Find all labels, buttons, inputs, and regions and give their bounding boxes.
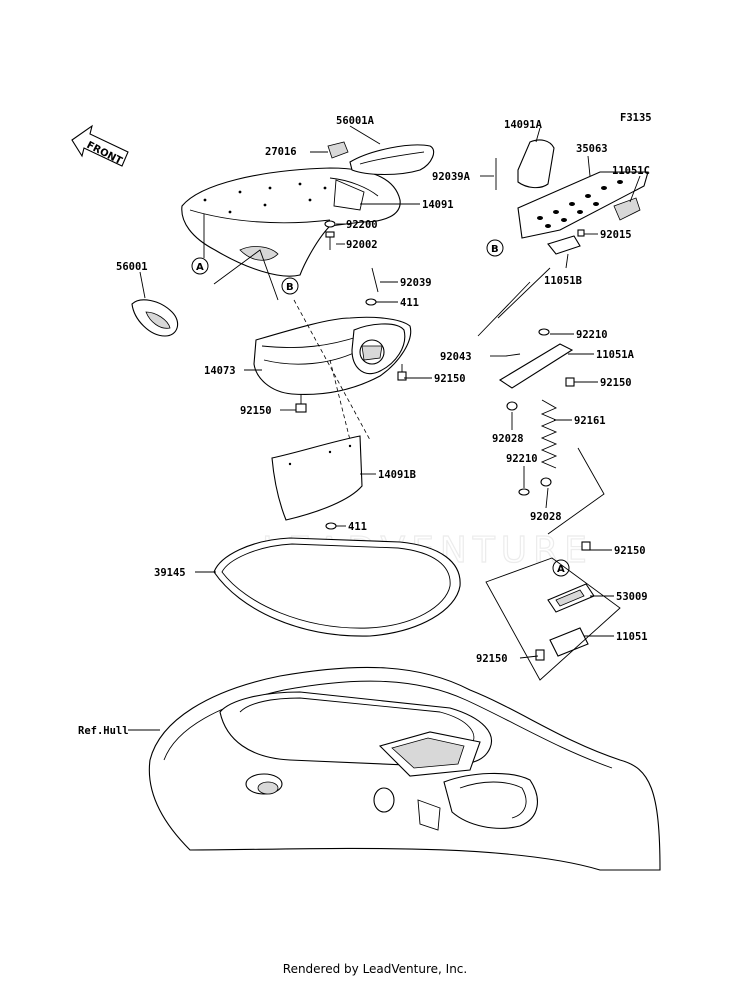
seat-base-14073 <box>253 316 412 395</box>
latch-53009 <box>547 583 595 613</box>
svg-text:A: A <box>196 262 204 273</box>
label-11051A: 11051A <box>596 349 635 361</box>
ref-circle-a-left: A <box>191 257 209 275</box>
washer-411-upper <box>365 298 377 306</box>
label-92043: 92043 <box>440 351 472 363</box>
washer-92210-lower <box>518 488 530 496</box>
label-92028-upper: 92028 <box>492 433 524 445</box>
label-92150-right-top: 92150 <box>614 545 646 557</box>
bolt-92150-right-top <box>581 541 591 551</box>
hull-reference <box>148 666 661 871</box>
label-11051C: 11051C <box>612 165 650 177</box>
label-53009: 53009 <box>616 591 648 603</box>
bolt-92015 <box>577 229 585 237</box>
label-11051: 11051 <box>616 631 648 643</box>
figure-code: F3135 <box>620 112 652 124</box>
footer-credit: Rendered by LeadVenture, Inc. <box>282 962 468 976</box>
label-92150-left: 92150 <box>240 405 272 417</box>
handle-14091A <box>517 139 555 189</box>
label-411-upper: 411 <box>400 297 419 309</box>
label-14091A: 14091A <box>504 119 543 131</box>
bolt-92002 <box>325 231 335 250</box>
label-27016: 27016 <box>265 146 297 158</box>
spring-92161 <box>540 399 558 469</box>
bracket-11051A <box>498 343 574 389</box>
label-35063: 35063 <box>576 143 608 155</box>
pin-92043 <box>505 353 521 357</box>
label-92039A: 92039A <box>432 171 471 183</box>
label-92015: 92015 <box>600 229 632 241</box>
label-92200: 92200 <box>346 219 378 231</box>
svg-text:A: A <box>557 564 565 575</box>
label-14091B: 14091B <box>378 469 416 481</box>
svg-text:B: B <box>286 282 294 293</box>
stud-92039 <box>371 267 379 293</box>
label-92150-center: 92150 <box>434 373 466 385</box>
collar-92028-upper <box>506 401 518 411</box>
label-ref-hull: Ref.Hull <box>78 725 129 737</box>
bolt-92150-right-upper <box>565 377 575 387</box>
label-411-lower: 411 <box>348 521 367 533</box>
label-92210-lower: 92210 <box>506 453 538 465</box>
leader-lines <box>128 125 641 731</box>
clip-27016 <box>327 141 349 159</box>
washer-92210-upper <box>538 328 550 336</box>
stopper-11051C <box>613 197 641 221</box>
grab-strap-56001A <box>349 144 435 175</box>
bolt-92150-right-bottom <box>535 649 545 661</box>
ref-circle-b-left: B <box>281 277 299 295</box>
ref-circle-b-right: B <box>486 239 504 257</box>
pad-14091B <box>271 435 363 521</box>
label-11051B: 11051B <box>544 275 582 287</box>
bolt-92150-left <box>295 394 307 413</box>
stopper-11051B <box>547 235 581 255</box>
label-92210-upper: 92210 <box>576 329 608 341</box>
label-92002: 92002 <box>346 239 378 251</box>
label-92150-right-bottom: 92150 <box>476 653 508 665</box>
label-92028-lower: 92028 <box>530 511 562 523</box>
bracket-35063 <box>517 171 649 239</box>
front-arrow-icon: FRONT <box>71 124 129 167</box>
svg-text:B: B <box>491 244 499 255</box>
bracket-11051 <box>549 627 589 657</box>
gasket-39145 <box>213 537 461 637</box>
collar-92028-lower <box>540 477 552 487</box>
washer-411-lower <box>325 522 337 530</box>
label-92150-right-upper: 92150 <box>600 377 632 389</box>
label-56001A: 56001A <box>336 115 375 127</box>
label-92161: 92161 <box>574 415 606 427</box>
grab-strap-56001 <box>131 299 179 337</box>
label-14073: 14073 <box>204 365 236 377</box>
label-56001: 56001 <box>116 261 148 273</box>
bolt-92150-center <box>397 364 407 381</box>
label-39145: 39145 <box>154 567 186 579</box>
washer-92200 <box>324 220 336 228</box>
label-92039: 92039 <box>400 277 432 289</box>
ref-circle-a-right: A <box>552 559 570 577</box>
label-14091: 14091 <box>422 199 454 211</box>
seat-cover-14091 <box>181 167 401 277</box>
